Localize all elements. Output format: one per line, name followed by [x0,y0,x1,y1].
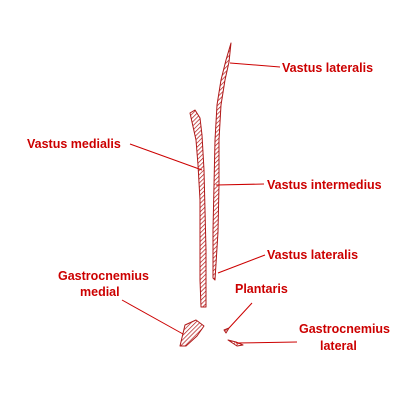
gastrocnemius-lateral-shape [227,339,244,347]
vastus-lateralis-shape [212,42,232,281]
muscle-shapes [179,42,244,347]
leader-lines [121,62,298,344]
label-gastrocnemius-lateral-line2: lateral [320,339,357,353]
leader-gastrocnemius-medial [121,299,184,335]
leader-vastus-lateralis-bottom [217,254,266,274]
label-gastrocnemius-medial-line1: Gastrocnemius [58,269,149,283]
vastus-medialis-shape [189,109,207,308]
label-vastus-medialis: Vastus medialis [27,137,121,151]
leader-gastrocnemius-lateral [235,341,298,344]
label-gastrocnemius-medial-line2: medial [80,285,120,299]
label-vastus-intermedius: Vastus intermedius [267,178,382,192]
leader-vastus-lateralis-top [229,62,281,68]
leader-plantaris [228,302,253,329]
gastrocnemius-medial-shape [179,319,205,347]
label-vastus-lateralis-top: Vastus lateralis [282,61,373,75]
labels: Vastus lateralis Vastus medialis Vastus … [27,61,390,353]
label-vastus-lateralis-bottom: Vastus lateralis [267,248,358,262]
leader-vastus-intermedius [215,183,265,186]
leader-vastus-medialis [129,143,203,171]
plantaris-shape [223,327,230,334]
label-gastrocnemius-lateral-line1: Gastrocnemius [299,322,390,336]
label-plantaris: Plantaris [235,282,288,296]
